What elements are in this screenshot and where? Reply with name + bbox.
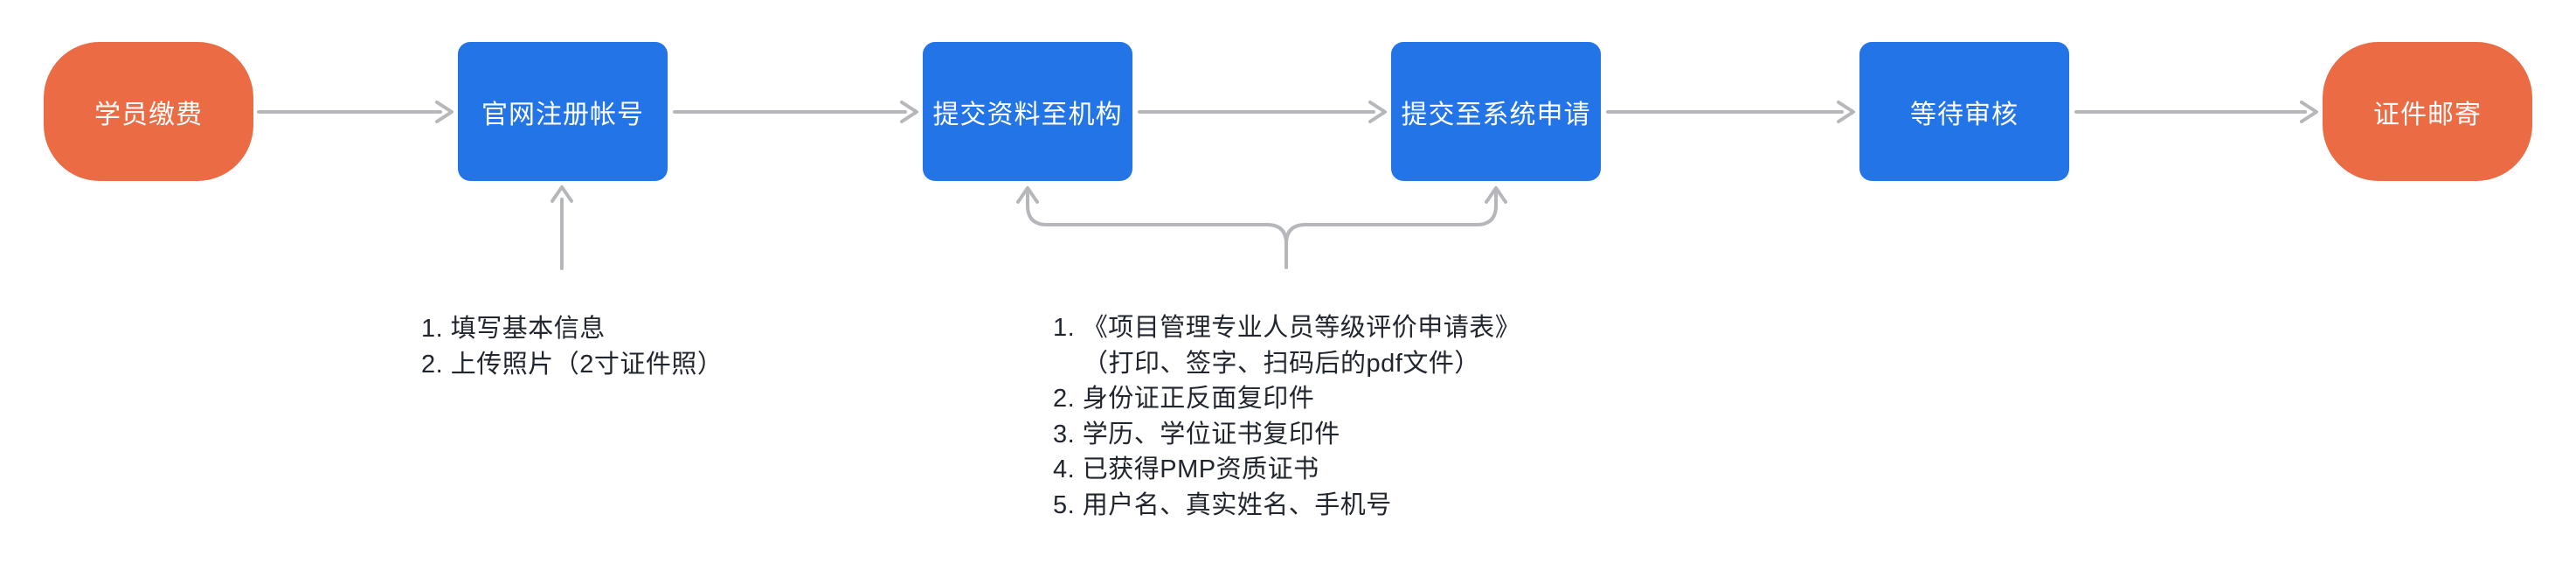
arrow-register-to-submit-org (673, 101, 918, 123)
register-note-line: 2. 上传照片（2寸证件照） (421, 350, 724, 379)
materials-note-line: 1. 《项目管理专业人员等级评价申请表》 (1053, 314, 1521, 342)
arrow-wait-review-to-mail-certificate (2074, 101, 2318, 123)
materials-note-line: 5. 用户名、真实姓名、手机号 (1053, 490, 1392, 519)
arrow-submit-system-to-wait-review (1606, 101, 1855, 123)
materials-note-line: 4. 已获得PMP资质证书 (1053, 455, 1319, 483)
arrow-submit-org-to-submit-system (1138, 101, 1387, 123)
node-wait-review-label: 等待审核 (1910, 100, 2019, 129)
node-register-label: 官网注册帐号 (481, 100, 644, 129)
node-submit-to-system[interactable]: 提交至系统申请 (1391, 42, 1601, 181)
register-note: 1. 填写基本信息 2. 上传照片（2寸证件照） (421, 311, 723, 382)
node-submit-to-system-label: 提交至系统申请 (1401, 100, 1591, 129)
node-submit-to-org-label: 提交资料至机构 (932, 100, 1123, 129)
materials-note: 1. 《项目管理专业人员等级评价申请表》 （打印、签字、扫码后的pdf文件） 2… (1053, 310, 1520, 523)
materials-note-line: 3. 学历、学位证书复印件 (1053, 420, 1340, 448)
node-mail-certificate-label: 证件邮寄 (2373, 100, 2482, 129)
materials-note-line: 2. 身份证正反面复印件 (1053, 385, 1315, 413)
node-submit-to-org[interactable]: 提交资料至机构 (923, 42, 1132, 181)
node-start[interactable]: 学员缴费 (44, 42, 253, 181)
arrow-register-note-to-register (551, 185, 573, 270)
node-register[interactable]: 官网注册帐号 (458, 42, 668, 181)
materials-note-branch-right (1285, 186, 1507, 246)
register-note-line: 1. 填写基本信息 (421, 315, 606, 343)
node-start-label: 学员缴费 (94, 100, 203, 129)
materials-note-branch-left (1016, 186, 1288, 269)
node-mail-certificate[interactable]: 证件邮寄 (2323, 42, 2532, 181)
arrow-start-to-register (257, 101, 454, 123)
node-wait-review[interactable]: 等待审核 (1859, 42, 2069, 181)
materials-note-line: （打印、签字、扫码后的pdf文件） (1083, 349, 1480, 378)
